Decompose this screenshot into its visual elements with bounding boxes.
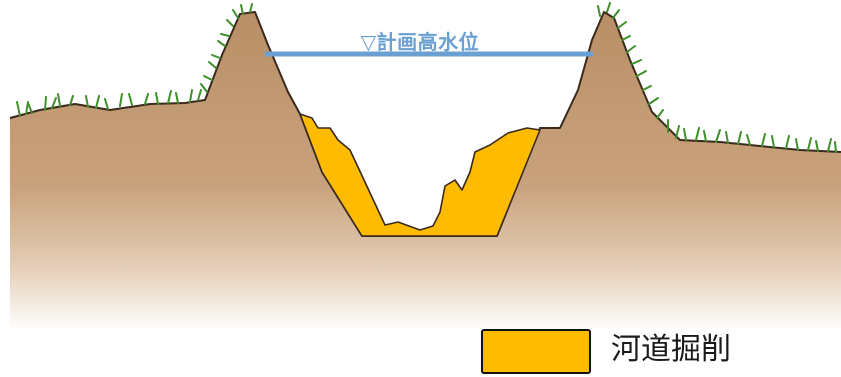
ground-embankment	[10, 12, 841, 330]
grass-left	[16, 3, 253, 117]
planned-high-water-level-label: ▽計画高水位	[360, 30, 480, 54]
grass-right	[597, 2, 837, 153]
excavation-area	[299, 113, 541, 237]
legend-swatch-river-excavation	[481, 329, 591, 374]
legend-label-river-excavation: 河道掘削	[611, 332, 731, 367]
